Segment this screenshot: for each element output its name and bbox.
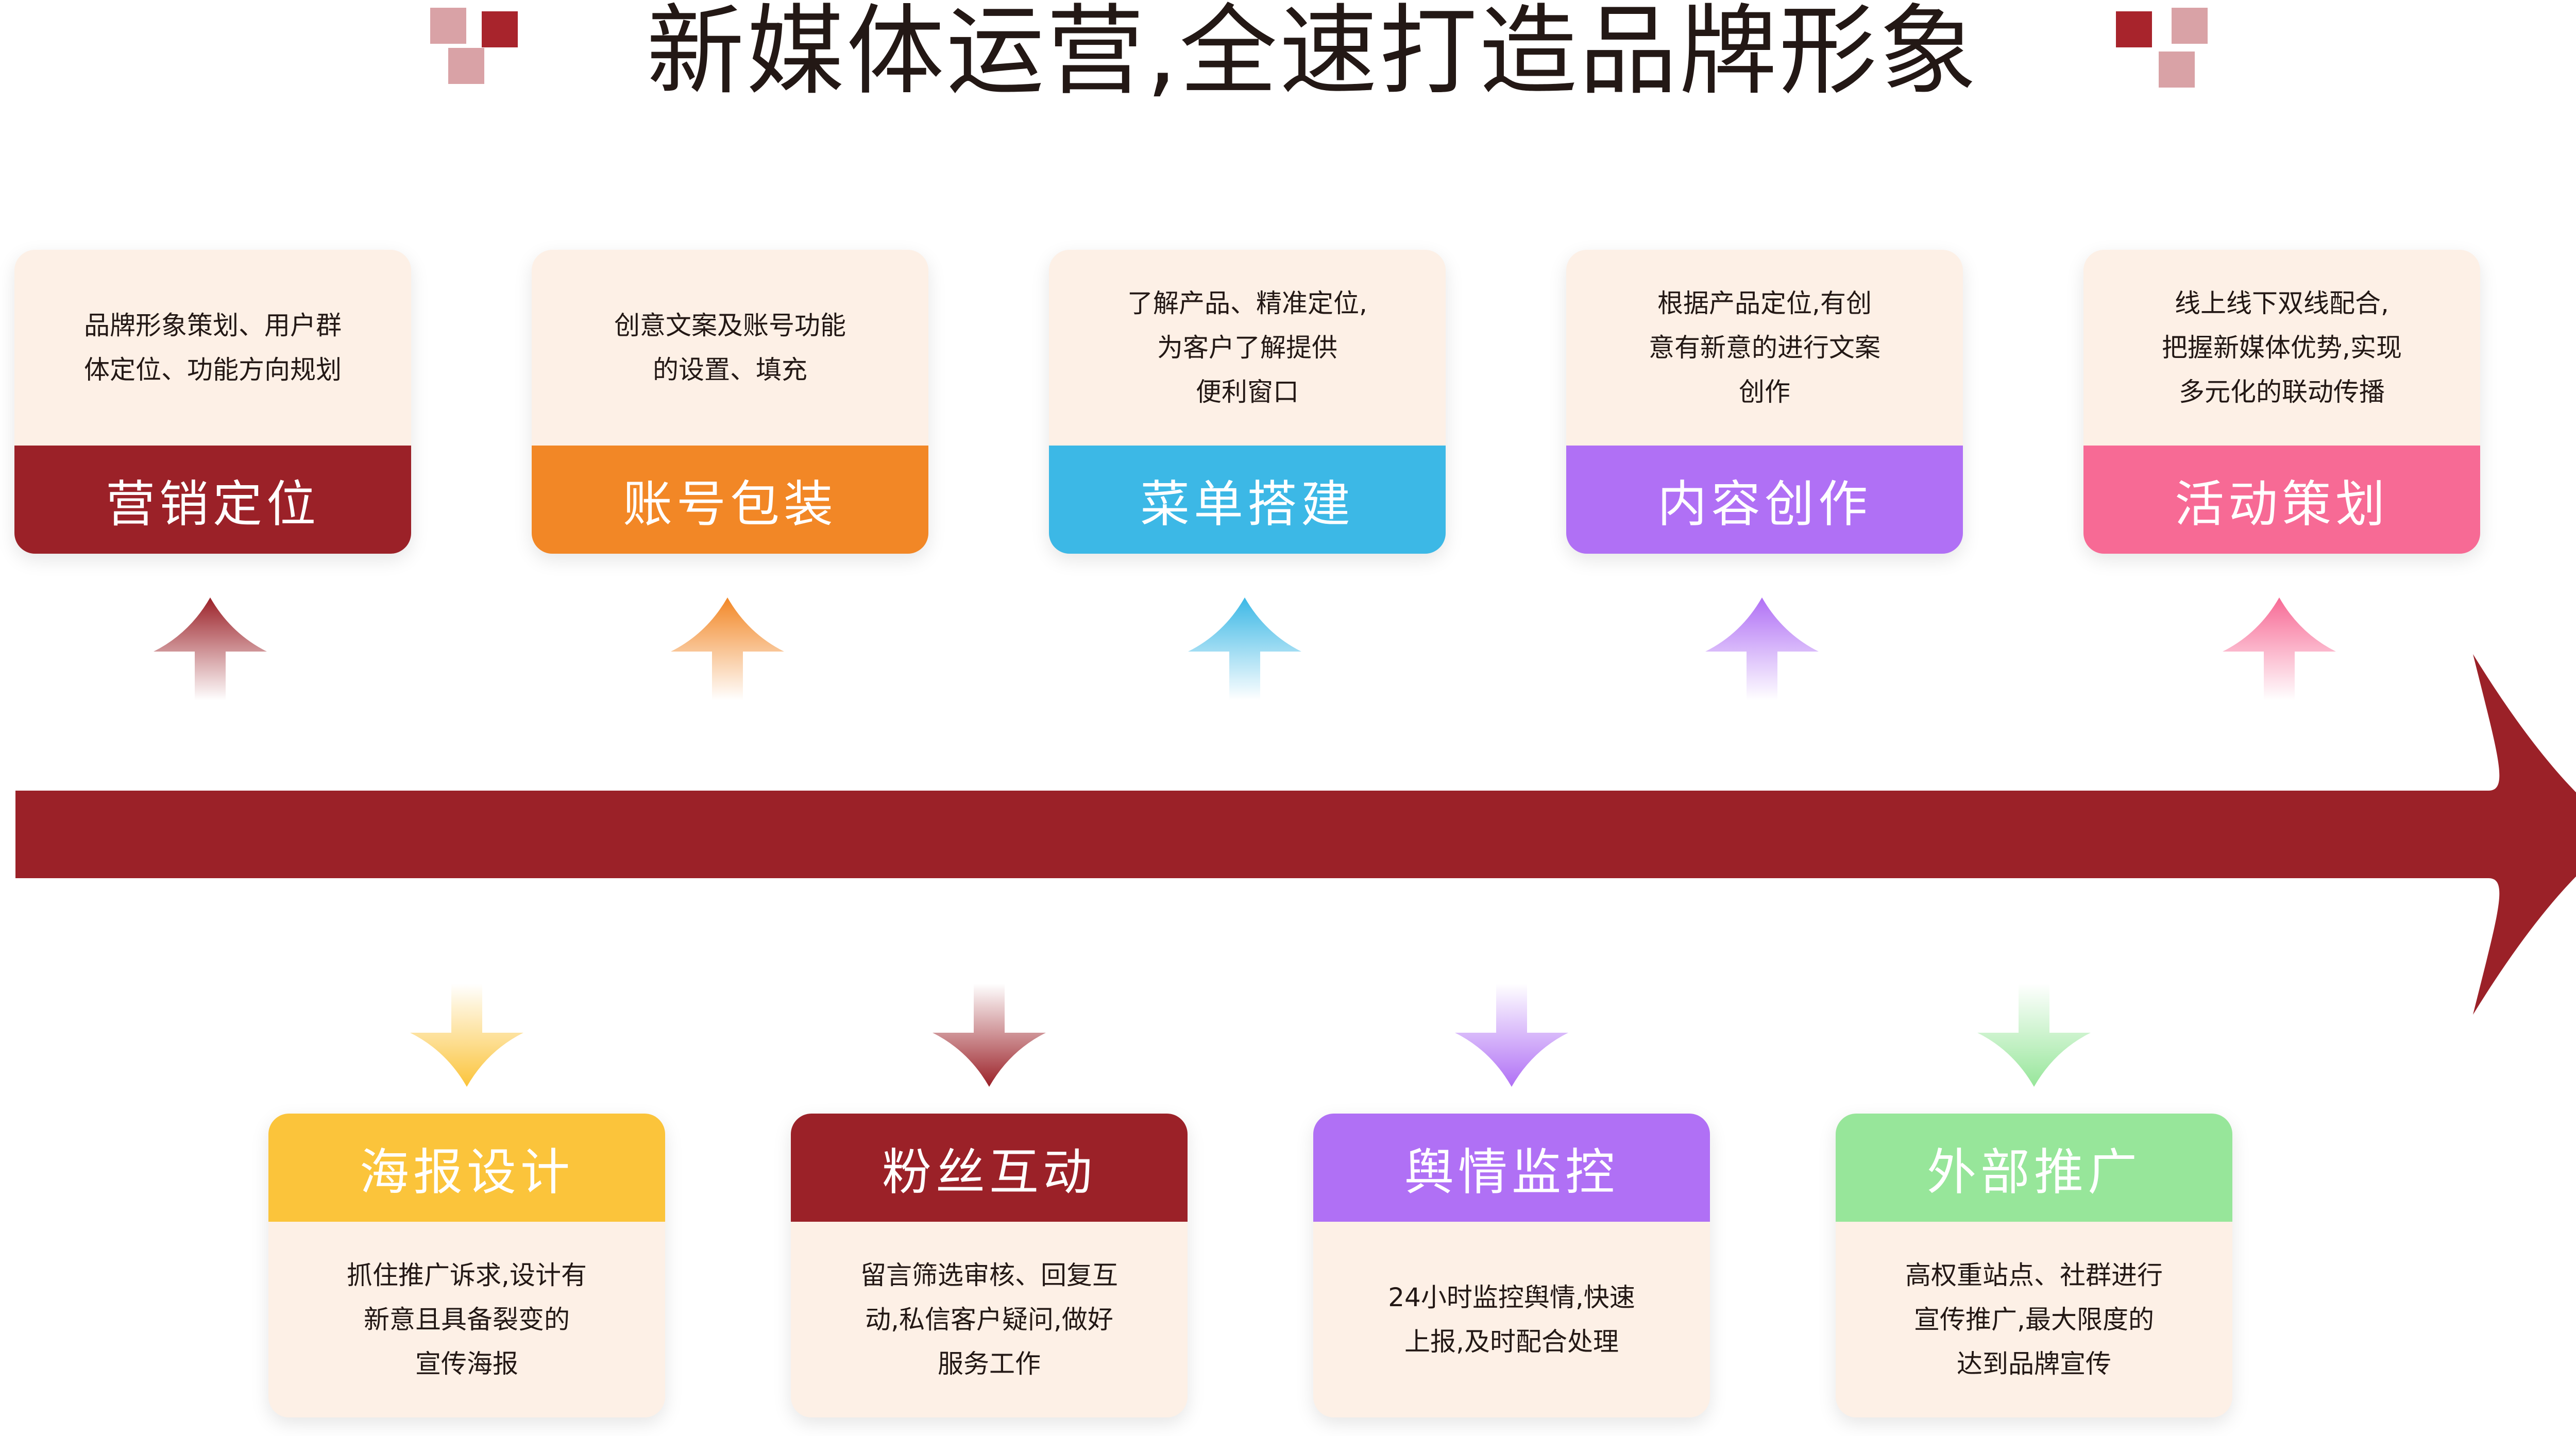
step-desc: 留言筛选审核、回复互 动,私信客户疑问,做好 服务工作: [860, 1260, 1118, 1379]
step-desc: 抓住推广诉求,设计有 新意且具备裂变的 宣传海报: [347, 1260, 587, 1379]
decor-square-left-3: [448, 48, 484, 84]
step-desc: 创意文案及账号功能 的设置、填充: [614, 311, 846, 385]
arrow-up-icon: [2223, 597, 2336, 700]
arrow-down-icon: [1977, 984, 2091, 1087]
arrow-up-icon: [671, 597, 784, 700]
step-desc: 高权重站点、社群进行 宣传推广,最大限度的 达到品牌宣传: [1905, 1260, 2163, 1379]
arrow-down-icon: [933, 984, 1046, 1087]
step-card-content-creation: 根据产品定位,有创 意有新意的进行文案 创作 内容创作: [1566, 250, 1963, 554]
arrow-up-icon: [154, 597, 267, 700]
arrow-up-icon: [1705, 597, 1819, 700]
step-label: 舆情监控: [1313, 1114, 1710, 1222]
step-card-fan-interaction: 粉丝互动 留言筛选审核、回复互 动,私信客户疑问,做好 服务工作: [791, 1114, 1188, 1417]
step-card-poster-design: 海报设计 抓住推广诉求,设计有 新意且具备裂变的 宣传海报: [268, 1114, 665, 1417]
step-label: 外部推广: [1836, 1114, 2232, 1222]
page-title: 新媒体运营,全速打造品牌形象: [646, 0, 1979, 108]
step-card-event-planning: 线上线下双线配合, 把握新媒体优势,实现 多元化的联动传播 活动策划: [2083, 250, 2480, 554]
step-label: 账号包装: [532, 446, 928, 554]
step-card-marketing-positioning: 品牌形象策划、用户群 体定位、功能方向规划 营销定位: [14, 250, 411, 554]
arrow-down-icon: [410, 984, 523, 1087]
step-card-sentiment-monitoring: 舆情监控 24小时监控舆情,快速 上报,及时配合处理: [1313, 1114, 1710, 1417]
step-label: 菜单搭建: [1049, 446, 1446, 554]
timeline-arrow: [15, 654, 2576, 1015]
decor-square-right-3: [2159, 52, 2195, 88]
step-card-external-promotion: 外部推广 高权重站点、社群进行 宣传推广,最大限度的 达到品牌宣传: [1836, 1114, 2232, 1417]
step-label: 海报设计: [268, 1114, 665, 1222]
decor-square-left-2: [482, 11, 518, 47]
decor-square-right-1: [2116, 11, 2152, 47]
step-label: 营销定位: [14, 446, 411, 554]
step-desc: 24小时监控舆情,快速 上报,及时配合处理: [1388, 1283, 1635, 1357]
step-card-menu-building: 了解产品、精准定位, 为客户了解提供 便利窗口 菜单搭建: [1049, 250, 1446, 554]
decor-square-left-1: [430, 8, 466, 44]
step-label: 内容创作: [1566, 446, 1963, 554]
arrow-up-icon: [1188, 597, 1301, 700]
decor-square-right-2: [2172, 8, 2208, 44]
step-desc: 了解产品、精准定位, 为客户了解提供 便利窗口: [1127, 288, 1367, 407]
step-label: 活动策划: [2083, 446, 2480, 554]
arrow-down-icon: [1455, 984, 1568, 1087]
step-desc: 根据产品定位,有创 意有新意的进行文案 创作: [1649, 288, 1880, 407]
step-desc: 品牌形象策划、用户群 体定位、功能方向规划: [84, 311, 342, 385]
step-label: 粉丝互动: [791, 1114, 1188, 1222]
step-desc: 线上线下双线配合, 把握新媒体优势,实现 多元化的联动传播: [2162, 288, 2402, 407]
step-card-account-packaging: 创意文案及账号功能 的设置、填充 账号包装: [532, 250, 928, 554]
